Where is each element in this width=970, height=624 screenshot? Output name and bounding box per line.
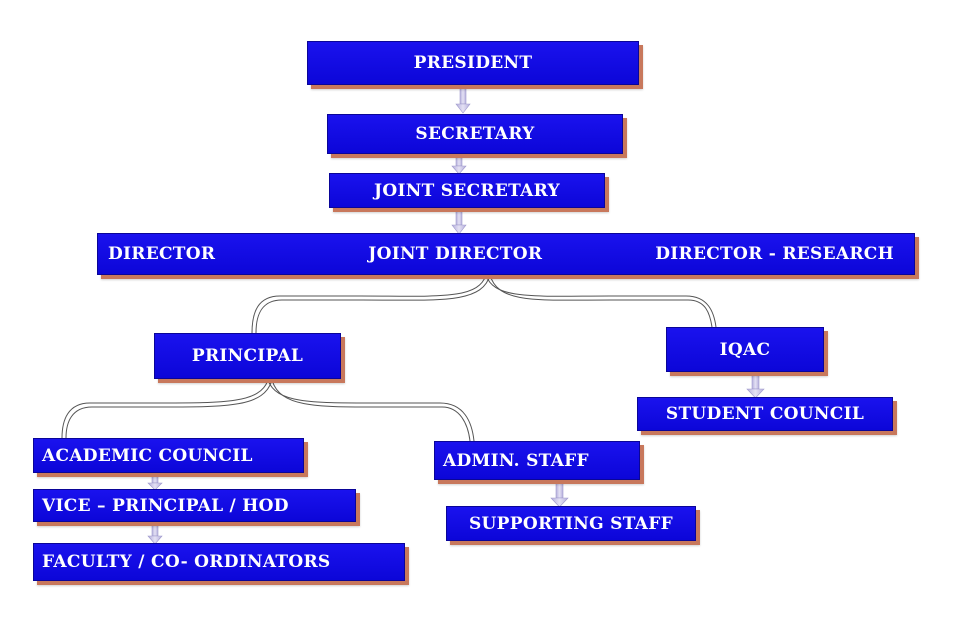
arrow-secretary-joint-secretary	[451, 153, 467, 175]
vice-principal-hod-box: VICE – PRINCIPAL / HOD	[33, 489, 356, 522]
president-box: PRESIDENT	[307, 41, 639, 85]
arrow-joint-secretary-directors	[451, 207, 467, 235]
joint-director-label: JOINT DIRECTOR	[368, 244, 543, 264]
arrow-academic-council-vice-principal	[147, 472, 163, 491]
director-research-label: DIRECTOR - RESEARCH	[655, 244, 894, 264]
admin-staff-label: ADMIN. STAFF	[443, 450, 589, 471]
branch-directors	[251, 274, 717, 334]
principal-label: PRINCIPAL	[191, 346, 304, 366]
secretary-box: SECRETARY	[327, 114, 623, 154]
student-council-box: STUDENT COUNCIL	[637, 397, 893, 431]
arrow-iqac-student-council	[746, 371, 765, 399]
secretary-label: SECRETARY	[415, 124, 535, 144]
vice-principal-hod-label: VICE – PRINCIPAL / HOD	[42, 495, 289, 516]
iqac-box: IQAC	[666, 327, 824, 372]
director-label: DIRECTOR	[108, 244, 216, 264]
arrow-vice-principal-faculty	[147, 521, 163, 545]
directors-box: DIRECTOR JOINT DIRECTOR DIRECTOR - RESEA…	[97, 233, 915, 275]
branch-principal	[61, 379, 475, 442]
principal-box: PRINCIPAL	[154, 333, 341, 379]
student-council-label: STUDENT COUNCIL	[665, 404, 865, 424]
admin-staff-box: ADMIN. STAFF	[434, 441, 640, 480]
arrow-admin-supporting-staff	[550, 479, 569, 508]
faculty-coordinators-label: FACULTY / CO- ORDINATORS	[42, 552, 331, 572]
joint-secretary-label: JOINT SECRETARY	[374, 180, 560, 201]
joint-secretary-box: JOINT SECRETARY	[329, 173, 605, 208]
supporting-staff-label: SUPPORTING STAFF	[468, 513, 673, 534]
arrow-president-secretary	[455, 84, 471, 114]
supporting-staff-box: SUPPORTING STAFF	[446, 506, 696, 541]
president-label: PRESIDENT	[413, 53, 533, 73]
faculty-coordinators-box: FACULTY / CO- ORDINATORS	[33, 543, 405, 581]
iqac-label: IQAC	[719, 339, 771, 360]
academic-council-label: ACADEMIC COUNCIL	[42, 445, 253, 466]
academic-council-box: ACADEMIC COUNCIL	[33, 438, 304, 473]
